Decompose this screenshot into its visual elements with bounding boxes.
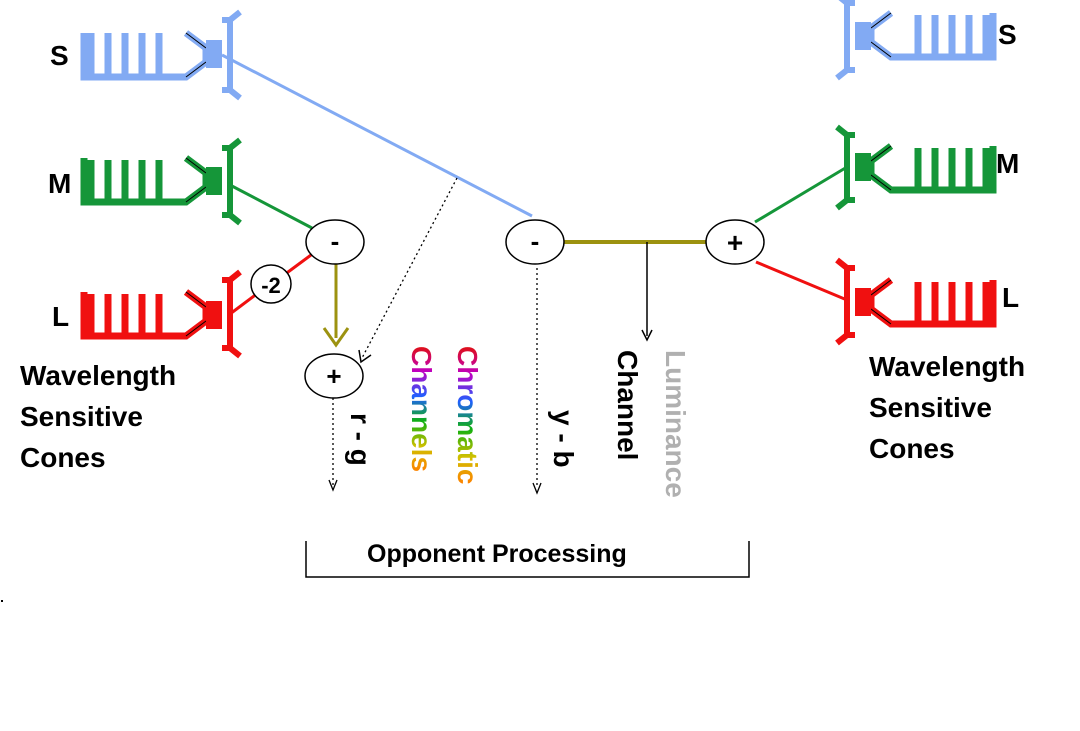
yb-output-label: y - b xyxy=(548,410,579,468)
luminance-label-line1: Luminance xyxy=(660,350,691,498)
right-s-cone xyxy=(835,0,997,81)
luminance-sum-node: + xyxy=(705,219,765,265)
rg-sum-symbol: + xyxy=(326,361,341,391)
rg-to-sum-arrowhead xyxy=(322,327,350,348)
weight-node: -2 xyxy=(250,264,292,304)
chromatic-label-line2: Channels xyxy=(406,346,437,472)
rg-subtract-symbol: - xyxy=(331,226,340,256)
left-l-label: L xyxy=(52,301,69,332)
left-l-cone xyxy=(80,269,242,359)
stray-mark xyxy=(1,600,3,602)
s-to-sum-dotted xyxy=(361,177,458,359)
left-s-cone xyxy=(80,9,242,101)
yb-subtract-symbol: - xyxy=(531,226,540,256)
chromatic-label-line1: Chromatic xyxy=(452,346,483,484)
s-to-sum-arrowhead xyxy=(358,349,372,364)
yb-output-arrowhead xyxy=(532,482,542,495)
rg-subtract-node: - xyxy=(305,219,365,265)
right-m-label: M xyxy=(996,148,1019,179)
weight-to-rg-wire xyxy=(283,253,312,277)
luminance-output-arrowhead xyxy=(641,329,653,342)
rg-output-arrowhead xyxy=(328,479,338,492)
rg-sum-node: + xyxy=(304,353,364,399)
rg-output-label: r - g xyxy=(345,413,376,466)
right-caption-line2: Sensitive xyxy=(869,392,992,423)
right-l-label: L xyxy=(1002,282,1019,313)
yb-subtract-node: - xyxy=(505,219,565,265)
right-caption-line3: Cones xyxy=(869,433,955,464)
right-m-cone xyxy=(835,124,997,211)
right-caption-line1: Wavelength xyxy=(869,351,1025,382)
left-caption-line2: Sensitive xyxy=(20,401,143,432)
opponent-processing-label: Opponent Processing xyxy=(367,540,627,568)
m-to-rg-wire xyxy=(229,183,313,230)
luminance-sum-symbol: + xyxy=(727,227,743,258)
right-m-to-sum-wire xyxy=(754,165,848,224)
right-l-to-sum-wire xyxy=(755,260,848,302)
l-to-weight-wire xyxy=(229,291,259,316)
left-m-label: M xyxy=(48,168,71,199)
opponent-processing-bracket xyxy=(305,541,750,578)
s-to-yb-wire xyxy=(221,53,533,218)
left-s-label: S xyxy=(50,40,69,71)
left-caption-line1: Wavelength xyxy=(20,360,176,391)
left-caption-line3: Cones xyxy=(20,442,106,473)
weight-value: -2 xyxy=(261,273,281,298)
right-l-cone xyxy=(835,257,997,346)
right-s-label: S xyxy=(998,19,1017,50)
luminance-label-line2: Channel xyxy=(612,350,643,460)
left-m-cone xyxy=(80,137,242,226)
